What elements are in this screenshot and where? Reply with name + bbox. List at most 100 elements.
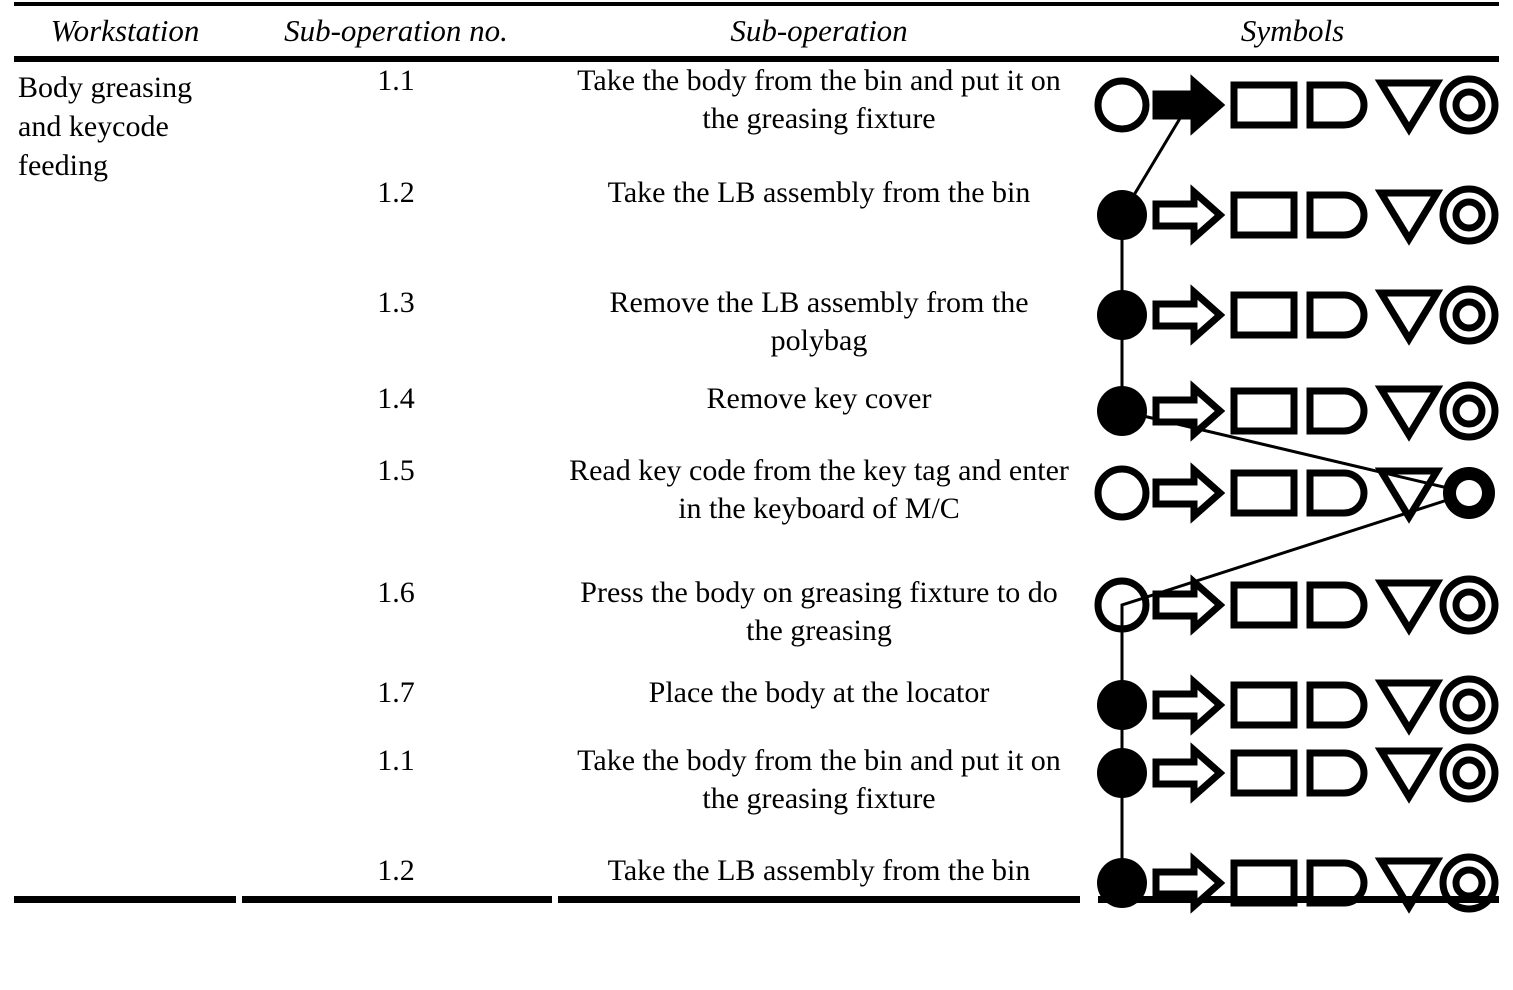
table-row: 1.7 Place the body at the locator [0,674,1513,742]
delay-d-shape-icon[interactable] [1302,284,1374,346]
inspection-square-icon[interactable] [1228,852,1300,914]
storage-triangle-icon[interactable] [1374,462,1444,524]
operation-circle-icon[interactable] [1092,462,1152,524]
bottom-rule-segment [242,896,552,903]
column-header-subop: Sub-operation [730,13,908,48]
inspection-square-icon[interactable] [1228,284,1300,346]
inspection-square-icon[interactable] [1228,462,1300,524]
operation-circle-icon[interactable] [1092,380,1152,442]
combined-double-circle-icon[interactable] [1438,380,1500,442]
symbol-strip [1086,462,1501,524]
transport-arrow-icon[interactable] [1152,574,1226,636]
storage-triangle-icon[interactable] [1374,284,1444,346]
symbols-cell [1086,380,1501,452]
table-row: 1.4 Remove key cover [0,380,1513,452]
subop-no-cell: 1.2 [377,854,415,887]
storage-triangle-icon[interactable] [1374,184,1444,246]
inspection-square-icon[interactable] [1228,380,1300,442]
inspection-square-icon[interactable] [1228,674,1300,736]
subop-description-cell: Take the body from the bin and put it on… [577,744,1061,815]
column-header-subop-no: Sub-operation no. [284,13,508,48]
transport-arrow-icon[interactable] [1152,852,1226,914]
transport-arrow-icon[interactable] [1152,462,1226,524]
table-top-rule [14,2,1499,6]
transport-arrow-icon[interactable] [1152,674,1226,736]
table-row: 1.2 Take the LB assembly from the bin [0,174,1513,284]
table-row: 1.1 Take the body from the bin and put it… [0,742,1513,852]
delay-d-shape-icon[interactable] [1302,462,1374,524]
inspection-square-icon[interactable] [1228,184,1300,246]
delay-d-shape-icon[interactable] [1302,674,1374,736]
symbols-cell [1086,174,1501,284]
symbol-strip [1086,74,1501,136]
combined-double-circle-icon[interactable] [1438,574,1500,636]
transport-arrow-icon[interactable] [1152,380,1226,442]
combined-double-circle-icon[interactable] [1438,284,1500,346]
operation-circle-icon[interactable] [1092,74,1152,136]
delay-d-shape-icon[interactable] [1302,74,1374,136]
subop-no-cell: 1.4 [377,382,415,415]
symbol-strip [1086,742,1501,804]
symbol-strip [1086,380,1501,442]
subop-description-cell: Press the body on greasing fixture to do… [580,576,1058,647]
subop-description-cell: Take the body from the bin and put it on… [577,64,1061,135]
storage-triangle-icon[interactable] [1374,574,1444,636]
inspection-square-icon[interactable] [1228,574,1300,636]
storage-triangle-icon[interactable] [1374,852,1444,914]
workstation-cell: Body greasing and keycode feeding [18,71,193,182]
combined-double-circle-icon[interactable] [1438,184,1500,246]
operation-circle-icon[interactable] [1092,674,1152,736]
combined-double-circle-icon[interactable] [1438,742,1500,804]
subop-description-cell: Read key code from the key tag and enter… [569,454,1069,525]
table-row: 1.1 Take the body from the bin and put it… [0,62,1513,174]
bottom-rule-segment [558,896,1080,903]
subop-no-cell: 1.7 [377,676,415,709]
transport-arrow-icon[interactable] [1152,742,1226,804]
delay-d-shape-icon[interactable] [1302,574,1374,636]
column-header-workstation: Workstation [50,13,200,48]
symbol-strip [1086,284,1501,346]
symbols-cell [1086,574,1501,674]
delay-d-shape-icon[interactable] [1302,742,1374,804]
combined-double-circle-icon[interactable] [1438,74,1500,136]
column-header-symbols: Symbols [1240,13,1345,48]
symbol-strip [1086,184,1501,246]
subop-description-cell: Place the body at the locator [648,676,990,709]
storage-triangle-icon[interactable] [1374,74,1444,136]
symbols-cell [1086,742,1501,852]
combined-double-circle-icon[interactable] [1438,674,1500,736]
subop-description-cell: Take the LB assembly from the bin [607,176,1031,209]
process-chart-sheet: Workstation Sub-operation no. Sub-operat… [0,2,1513,914]
subop-description-cell: Remove the LB assembly from the polybag [609,286,1029,357]
subop-no-cell: 1.1 [377,744,415,777]
operation-circle-icon[interactable] [1092,852,1152,914]
delay-d-shape-icon[interactable] [1302,184,1374,246]
delay-d-shape-icon[interactable] [1302,380,1374,442]
delay-d-shape-icon[interactable] [1302,852,1374,914]
subop-no-cell: 1.2 [377,176,415,209]
combined-double-circle-icon[interactable] [1438,852,1500,914]
operation-circle-icon[interactable] [1092,574,1152,636]
subop-description-cell: Remove key cover [706,382,932,415]
bottom-rule-segment [1098,896,1499,903]
inspection-square-icon[interactable] [1228,74,1300,136]
combined-double-circle-icon[interactable] [1438,462,1500,524]
inspection-square-icon[interactable] [1228,742,1300,804]
symbols-cell [1086,852,1501,990]
subop-description-cell: Take the LB assembly from the bin [607,854,1031,887]
bottom-rule-segment [14,896,236,903]
operation-circle-icon[interactable] [1092,284,1152,346]
storage-triangle-icon[interactable] [1374,742,1444,804]
subop-no-cell: 1.1 [377,64,415,97]
operation-circle-icon[interactable] [1092,184,1152,246]
transport-arrow-icon[interactable] [1152,284,1226,346]
transport-arrow-icon[interactable] [1152,74,1226,136]
storage-triangle-icon[interactable] [1374,380,1444,442]
table-row: 1.2 Take the LB assembly from the bin [0,852,1513,990]
operation-circle-icon[interactable] [1092,742,1152,804]
transport-arrow-icon[interactable] [1152,184,1226,246]
symbols-cell [1086,452,1501,574]
storage-triangle-icon[interactable] [1374,674,1444,736]
